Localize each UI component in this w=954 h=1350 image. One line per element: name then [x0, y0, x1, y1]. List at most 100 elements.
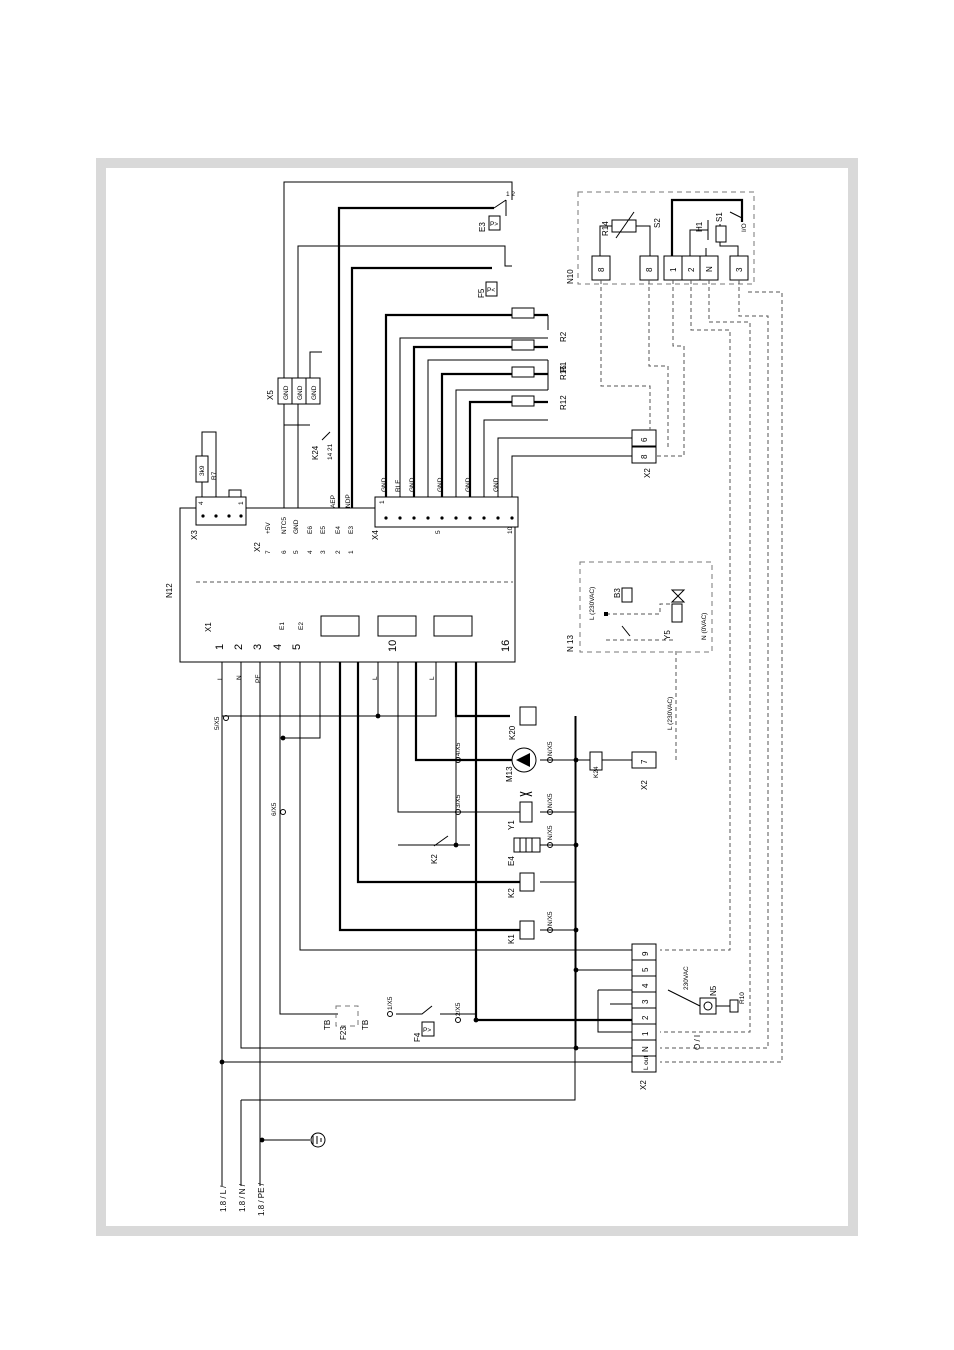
- label-supply-l: 1.8 / L /: [219, 1185, 228, 1212]
- svg-text:10: 10: [507, 526, 514, 534]
- label-n10: N10: [566, 269, 575, 284]
- pump-m13: [511, 747, 537, 773]
- label-r14: R14: [601, 221, 610, 236]
- svg-text:9: 9: [641, 951, 650, 956]
- label-e3: E3: [478, 222, 487, 232]
- svg-text:8: 8: [645, 267, 654, 272]
- svg-text:5: 5: [291, 644, 303, 650]
- svg-text:R1: R1: [559, 361, 568, 372]
- label-f4: F4: [413, 1032, 422, 1042]
- svg-text:L out: L out: [643, 1056, 650, 1070]
- label-oi: O / I: [693, 1035, 702, 1050]
- svg-text:2/X5: 2/X5: [455, 1002, 462, 1016]
- svg-text:+5V: +5V: [265, 522, 272, 534]
- relay-k20: [519, 706, 537, 726]
- connector-x2-signals: +5V NTC5 GND E6 E5 E4 E3 7 6 5 4 3 2 1 A…: [265, 494, 355, 554]
- svg-text:1: 1: [641, 1031, 650, 1036]
- pressure-switch-e3: [488, 215, 501, 231]
- svg-text:3/X5: 3/X5: [455, 794, 462, 808]
- svg-text:E5: E5: [320, 526, 327, 534]
- label-r10: R10: [739, 992, 746, 1004]
- k2-contact: [433, 835, 449, 847]
- label-k1: K1: [507, 934, 516, 944]
- svg-text:E6: E6: [307, 526, 314, 534]
- svg-text:N: N: [705, 266, 714, 272]
- svg-text:6: 6: [281, 550, 288, 554]
- label-tb-2: TB: [361, 1020, 370, 1030]
- label-n12: N12: [165, 583, 174, 598]
- svg-text:E3: E3: [348, 526, 355, 534]
- x2-mid-8: 8: [640, 454, 649, 459]
- module-n13: [579, 561, 713, 653]
- valve-y1: [519, 791, 533, 823]
- n10-dashed-cables: [600, 280, 783, 1063]
- valve-y5-symbol: [670, 589, 686, 603]
- label-k2-contact: K2: [430, 854, 439, 864]
- n10-terminals: 8 8 1 2 N 3: [591, 255, 749, 281]
- svg-text:L: L: [217, 676, 224, 680]
- label-f23: F23: [339, 1026, 348, 1040]
- connector-x2-bottom: 9 5 4 3 2 1 N L out: [631, 943, 657, 1073]
- label-x5: X5: [266, 390, 275, 400]
- external-n5: [667, 989, 739, 1015]
- svg-text:P>: P>: [423, 1027, 431, 1034]
- label-n-0: N (0VAC): [701, 613, 708, 640]
- k24-pins: 14 21: [327, 443, 334, 460]
- label-s1: S1: [715, 212, 724, 222]
- svg-text:4: 4: [641, 983, 650, 988]
- svg-text:3: 3: [641, 999, 650, 1004]
- sensor-b3: [621, 587, 633, 603]
- label-m13: M13: [505, 766, 514, 782]
- label-x2-mid: X2: [643, 468, 652, 478]
- panel-n10: [577, 191, 755, 285]
- x5-gnd-1: GND: [283, 385, 290, 400]
- svg-text:1: 1: [214, 644, 226, 650]
- label-l-230: L (230VAC): [589, 587, 596, 620]
- svg-text:GND: GND: [381, 477, 388, 492]
- label-k24-coil: K24: [593, 766, 600, 778]
- svg-text:N/X5: N/X5: [547, 793, 554, 808]
- svg-text:1: 1: [379, 500, 386, 504]
- label-supply-n: 1.8 / N /: [238, 1183, 247, 1212]
- k24-contact: [321, 431, 331, 441]
- svg-text:7: 7: [265, 550, 272, 554]
- svg-text:2: 2: [335, 550, 342, 554]
- label-f5: F5: [477, 288, 486, 298]
- r7-wire: [201, 431, 217, 497]
- svg-text:GND: GND: [409, 477, 416, 492]
- svg-text:5: 5: [641, 967, 650, 972]
- svg-text:E1: E1: [279, 622, 286, 630]
- ground-icon: [262, 1132, 326, 1148]
- x3-pin-1: 1: [238, 501, 245, 505]
- svg-text:P>: P>: [490, 221, 498, 228]
- svg-text:1: 1: [669, 267, 678, 272]
- x2-terminal-8: [631, 446, 657, 464]
- label-k20: K20: [508, 725, 517, 740]
- label-supply-pe: 1.8 / PE /: [257, 1182, 266, 1216]
- svg-text:L: L: [429, 676, 436, 680]
- sensor-r15: R15: [511, 339, 568, 380]
- r7-value: 3k9: [199, 465, 206, 476]
- svg-text:2: 2: [687, 267, 696, 272]
- pressure-switch-f5: [485, 281, 498, 297]
- label-r7: R7: [211, 471, 218, 480]
- heater-e4: [513, 837, 541, 853]
- label-k24: K24: [311, 445, 320, 460]
- svg-text:8: 8: [597, 267, 606, 272]
- svg-text:3: 3: [735, 267, 744, 272]
- label-230vac: 230VAC: [683, 966, 690, 990]
- svg-text:5: 5: [435, 530, 442, 534]
- svg-text:5: 5: [293, 550, 300, 554]
- x2-terminal-7: [631, 751, 657, 769]
- svg-text:R15: R15: [559, 365, 568, 380]
- x5-gnd-2: GND: [297, 385, 304, 400]
- relay-k2: [519, 872, 535, 892]
- label-h1: H1: [695, 221, 704, 232]
- connector-x3: [195, 496, 247, 526]
- label-n13: N 13: [566, 635, 575, 652]
- sensor-r1: R1: [511, 361, 568, 378]
- power-rails: [221, 650, 677, 1186]
- svg-text:10: 10: [387, 640, 399, 652]
- x2-mid-7: 7: [640, 759, 649, 764]
